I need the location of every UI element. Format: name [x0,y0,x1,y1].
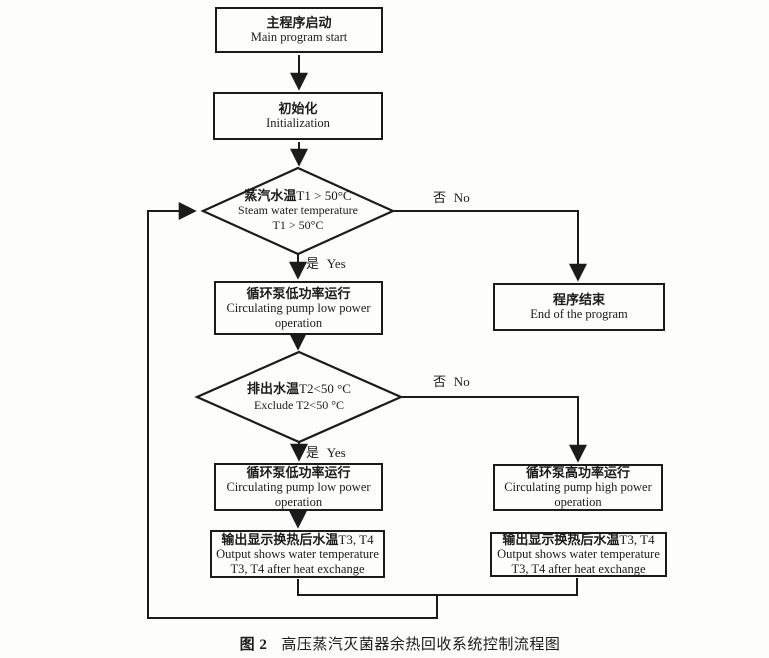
decision2-zh: 排出水温T2<50 °C [247,381,351,396]
node-output-left-zh: 输出显示换热后水温T3, T4 [221,531,374,547]
node-end-program-zh: 程序结束 [552,292,605,307]
decision1-en1: Steam water temperature [238,203,358,217]
arrow-decision2-no-to-pumphigh [402,396,587,463]
node-pump-low-2-zh: 循环泵低功率运行 [246,464,351,480]
node-output-right-zh: 输出显示换热后水温T3, T4 [502,532,655,547]
node-output-left-en2: T3, T4 after heat exchange [230,561,365,576]
figure-caption-tag: 图 2 [239,637,268,653]
decision1-en2: T1 > 50°C [272,218,324,232]
node-end-program-en: End of the program [530,307,628,321]
label-no-1: 否 No [433,190,470,205]
node-initialization: 初始化 Initialization [213,92,383,140]
node-pump-low-1-en2: operation [274,315,323,330]
node-pump-low-1: 循环泵低功率运行 Circulating pump low power oper… [214,281,383,335]
decision2-text: 排出水温T2<50 °C Exclude T2<50 °C [197,381,401,413]
merge-line-outputs [297,578,578,596]
node-output-left: 输出显示换热后水温T3, T4 Output shows water tempe… [210,530,385,578]
node-output-right-en2: T3, T4 after heat exchange [511,562,646,576]
node-output-left-en1: Output shows water temperature [216,546,379,561]
node-pump-low-2-en1: Circulating pump low power [226,479,371,494]
node-initialization-en: Initialization [266,116,330,130]
node-end-program: 程序结束 End of the program [493,283,665,331]
node-pump-high-zh: 循环泵高功率运行 [525,465,630,480]
label-yes-1: 是 Yes [306,256,346,271]
label-yes-2: 是 Yes [306,445,346,460]
decision2-en: Exclude T2<50 °C [254,398,344,412]
arrow-decision1-no-to-end [394,210,587,282]
figure-caption: 图 2 高压蒸汽灭菌器余热回收系统控制流程图 [30,633,769,654]
node-initialization-zh: 初始化 [278,101,318,116]
loopback-line-to-decision1 [147,202,438,619]
node-main-start-en: Main program start [250,30,348,44]
node-pump-high: 循环泵高功率运行 Circulating pump high power ope… [493,464,663,511]
node-pump-low-2-en2: operation [274,494,323,509]
node-pump-high-en2: operation [554,495,602,509]
node-output-right: 输出显示换热后水温T3, T4 Output shows water tempe… [490,532,667,577]
node-pump-low-1-en1: Circulating pump low power [226,300,371,315]
node-pump-high-en1: Circulating pump high power [504,480,652,494]
figure-caption-text: 高压蒸汽灭菌器余热回收系统控制流程图 [281,637,561,653]
node-output-right-en1: Output shows water temperature [497,547,660,561]
label-no-2: 否 No [433,374,470,389]
node-pump-low-1-zh: 循环泵低功率运行 [246,285,351,301]
decision1-text: 蒸汽水温T1 > 50°C Steam water temperature T1… [203,188,393,233]
node-main-start: 主程序启动 Main program start [215,7,383,53]
node-main-start-zh: 主程序启动 [266,15,332,30]
node-pump-low-2: 循环泵低功率运行 Circulating pump low power oper… [214,463,383,511]
decision1-zh: 蒸汽水温T1 > 50°C [244,188,352,203]
